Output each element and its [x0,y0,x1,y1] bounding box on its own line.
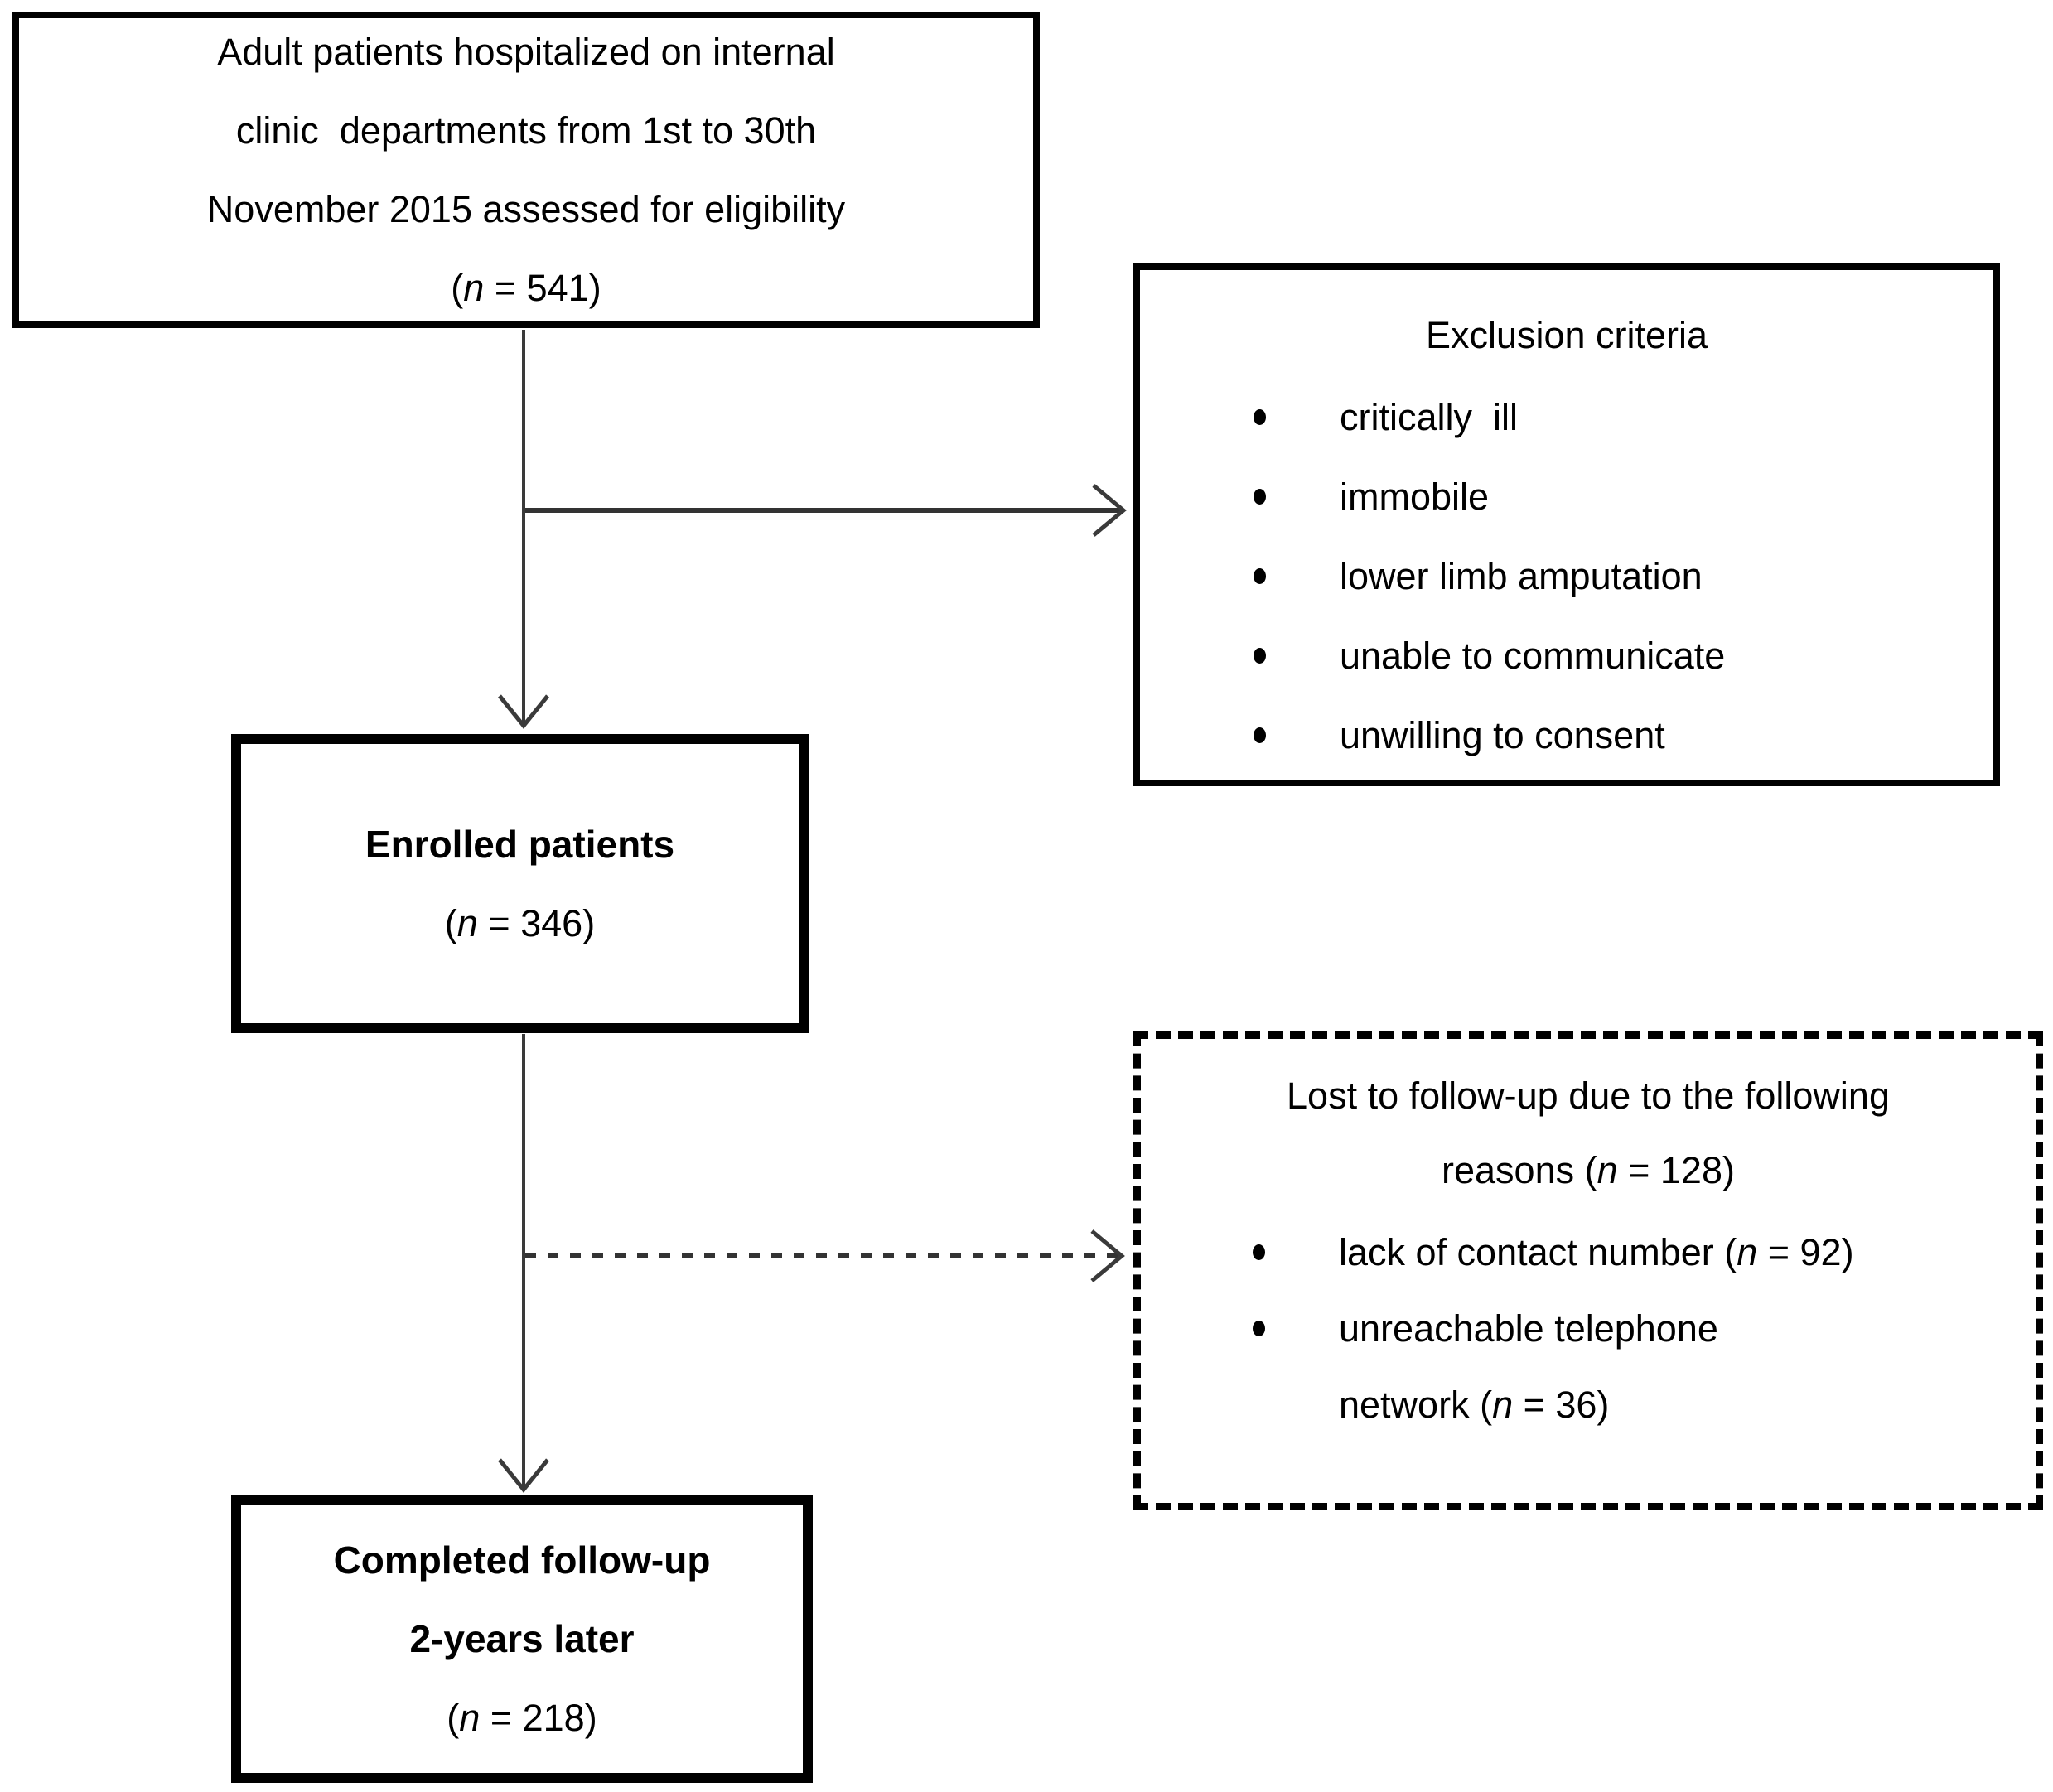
exclusion-item-text: unable to communicate [1340,635,1726,677]
exclusion-item-text: lower limb amputation [1340,555,1703,597]
lost-to-follow-up-box: Lost to follow-up due to the following r… [1133,1031,2043,1510]
bullet-icon [1254,727,1266,743]
completed-follow-up-box: Completed follow-up 2-years later (n = 2… [231,1495,813,1783]
lost-title: Lost to follow-up due to the following r… [1287,1075,1890,1191]
lost-item: unreachable telephone network (n = 36) [1141,1291,2036,1443]
exclusion-item: unwilling to consent [1140,696,1993,775]
exclusion-item: immobile [1140,457,1993,537]
bullet-icon [1254,489,1266,505]
arrow-enrolled-to-completed [498,1034,549,1493]
lost-item: lack of contact number (n = 92) [1141,1215,2036,1291]
exclusion-item-text: immobile [1340,476,1490,518]
exclusion-item-text: unwilling to consent [1340,714,1665,756]
bullet-icon [1254,648,1266,664]
lost-item-text: unreachable telephone network (n = 36) [1339,1307,1718,1426]
arrow-eligibility-to-enrolled [498,330,549,729]
exclusion-list: critically ill immobile lower limb amput… [1140,378,1993,775]
bullet-icon [1253,1321,1265,1336]
exclusion-title: Exclusion criteria [1425,314,1708,356]
eligibility-text: Adult patients hospitalized on internal … [206,31,846,309]
arrow-to-exclusion [525,484,1127,537]
exclusion-criteria-box: Exclusion criteria critically ill immobi… [1133,263,2000,786]
arrow-to-lost [525,1229,1125,1282]
completed-title: Completed follow-up 2-years later [333,1538,711,1660]
bullet-icon [1254,409,1266,425]
exclusion-item-text: critically ill [1340,396,1519,438]
lost-list: lack of contact number (n = 92) unreacha… [1141,1215,2036,1443]
bullet-icon [1254,568,1266,584]
lost-item-text: lack of contact number (n = 92) [1339,1231,1854,1273]
enrolled-count: (n = 346) [444,901,596,944]
enrolled-box: Enrolled patients (n = 346) [231,734,809,1033]
exclusion-item: lower limb amputation [1140,537,1993,616]
completed-count: (n = 218) [447,1697,597,1739]
eligibility-box: Adult patients hospitalized on internal … [12,12,1040,328]
enrolled-title: Enrolled patients [365,822,675,866]
bullet-icon [1253,1244,1265,1260]
exclusion-item: unable to communicate [1140,616,1993,696]
exclusion-item: critically ill [1140,378,1993,457]
